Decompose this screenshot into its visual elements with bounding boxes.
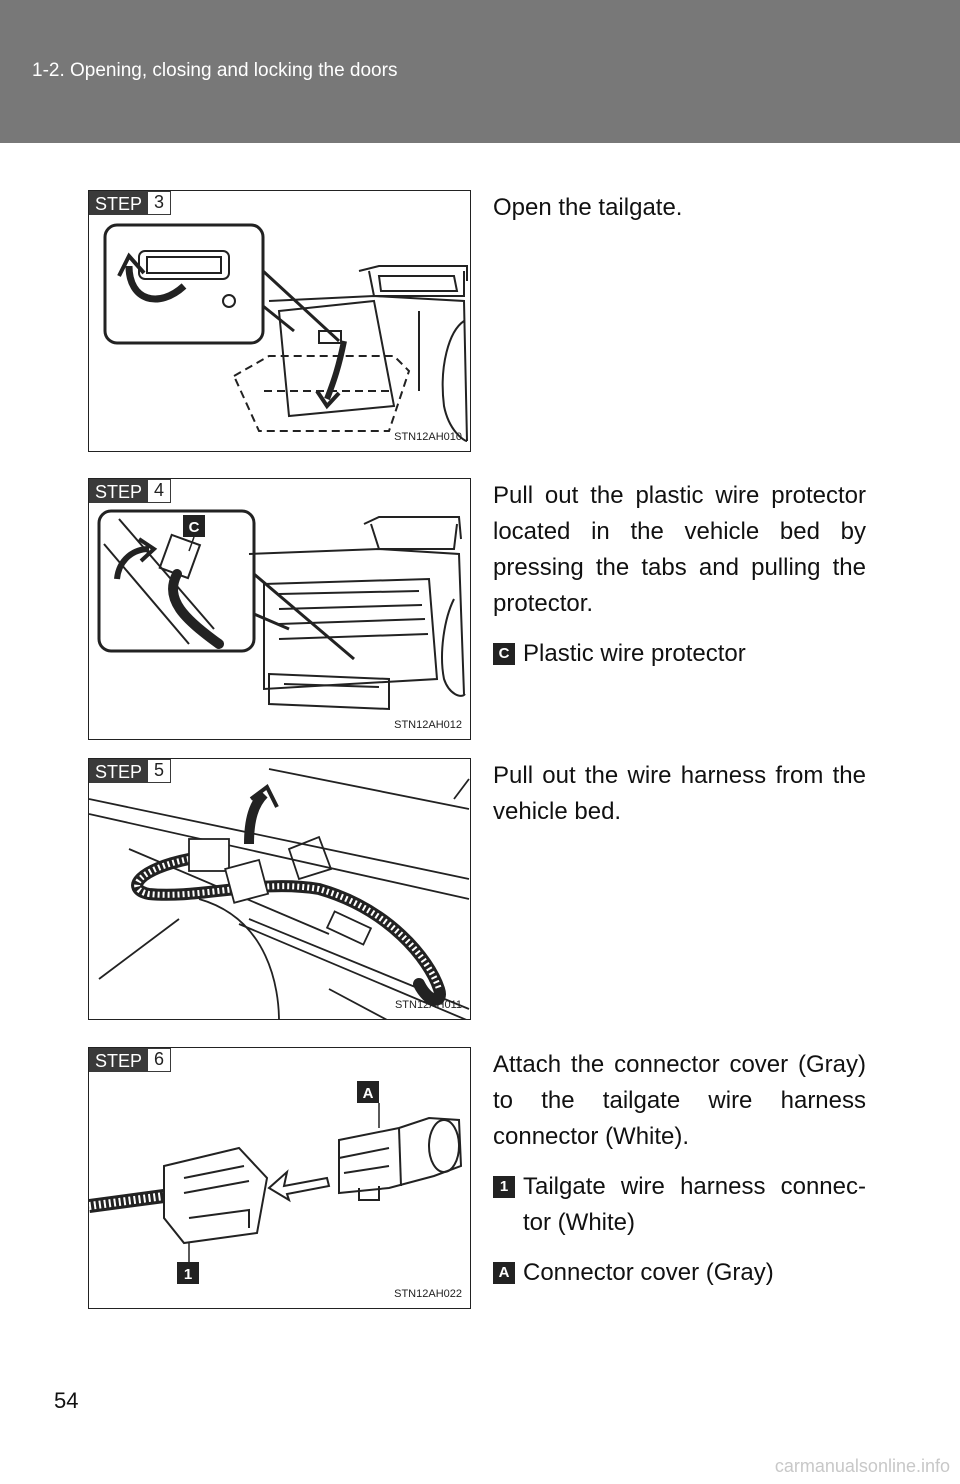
step-badge: STEP 5 (89, 759, 172, 783)
section-title: 1-2. Opening, closing and locking the do… (32, 60, 398, 81)
figure-code: STN12AH012 (394, 719, 462, 731)
legend-item: 1 Tailgate wire harness connec- tor (Whi… (493, 1169, 866, 1241)
svg-text:C: C (189, 519, 200, 536)
figure-code: STN12AH022 (394, 1288, 462, 1300)
watermark: carmanualsonline.info (774, 1456, 950, 1476)
legend-item: A Connector cover (Gray) (493, 1255, 866, 1291)
wire-protector-illustration: C (97, 509, 466, 711)
figure-code: STN12AH011 (394, 999, 462, 1011)
step-3-figure: STEP 3 (88, 190, 471, 452)
step-5-text: Pull out the wire harness from the vehic… (493, 762, 866, 825)
legend-key: C (493, 643, 515, 665)
step-badge: STEP 3 (89, 191, 172, 215)
legend-key: 1 (493, 1176, 515, 1198)
step-4-text-block: Pull out the plastic wire protector loca… (493, 478, 866, 672)
step-5-text-block: Pull out the wire harness from the vehic… (493, 758, 866, 830)
legend-label: Connector cover (Gray) (523, 1259, 774, 1286)
svg-text:A: A (363, 1085, 374, 1102)
svg-text:1: 1 (184, 1266, 192, 1283)
legend-item: C Plastic wire protector (493, 636, 866, 672)
legend-key: A (493, 1262, 515, 1284)
callout-a: A (357, 1081, 379, 1103)
connector-cover-illustration: A 1 (89, 1081, 463, 1284)
step-4-legend: C Plastic wire protector (493, 636, 866, 672)
page-number: 54 (54, 1388, 79, 1413)
callout-1: 1 (177, 1262, 199, 1284)
step-3-text-block: Open the tailgate. (493, 190, 866, 226)
step-4-text: Pull out the plastic wire protector loca… (493, 482, 866, 617)
step-6-text: Attach the connector cover (Gray) to the… (493, 1051, 866, 1150)
step-5-figure: STEP 5 STN12AH011 (88, 758, 471, 1020)
figure-code: STN12AH010 (394, 431, 462, 443)
step-badge: STEP 6 (89, 1048, 172, 1072)
legend-label: Tailgate wire harness connec- tor (White… (523, 1173, 866, 1236)
wire-harness-illustration (89, 768, 470, 1019)
step-6-figure: STEP 6 (88, 1047, 471, 1309)
page-header: 1-2. Opening, closing and locking the do… (0, 0, 960, 143)
step-3-text: Open the tailgate. (493, 194, 683, 221)
step-6-text-block: Attach the connector cover (Gray) to the… (493, 1047, 866, 1291)
callout-c: C (183, 515, 205, 552)
step-4-figure: STEP 4 (88, 478, 471, 740)
legend-label: Plastic wire protector (523, 640, 746, 667)
tailgate-open-illustration (103, 223, 468, 442)
step-6-legend: 1 Tailgate wire harness connec- tor (Whi… (493, 1169, 866, 1291)
step-badge: STEP 4 (89, 479, 172, 503)
